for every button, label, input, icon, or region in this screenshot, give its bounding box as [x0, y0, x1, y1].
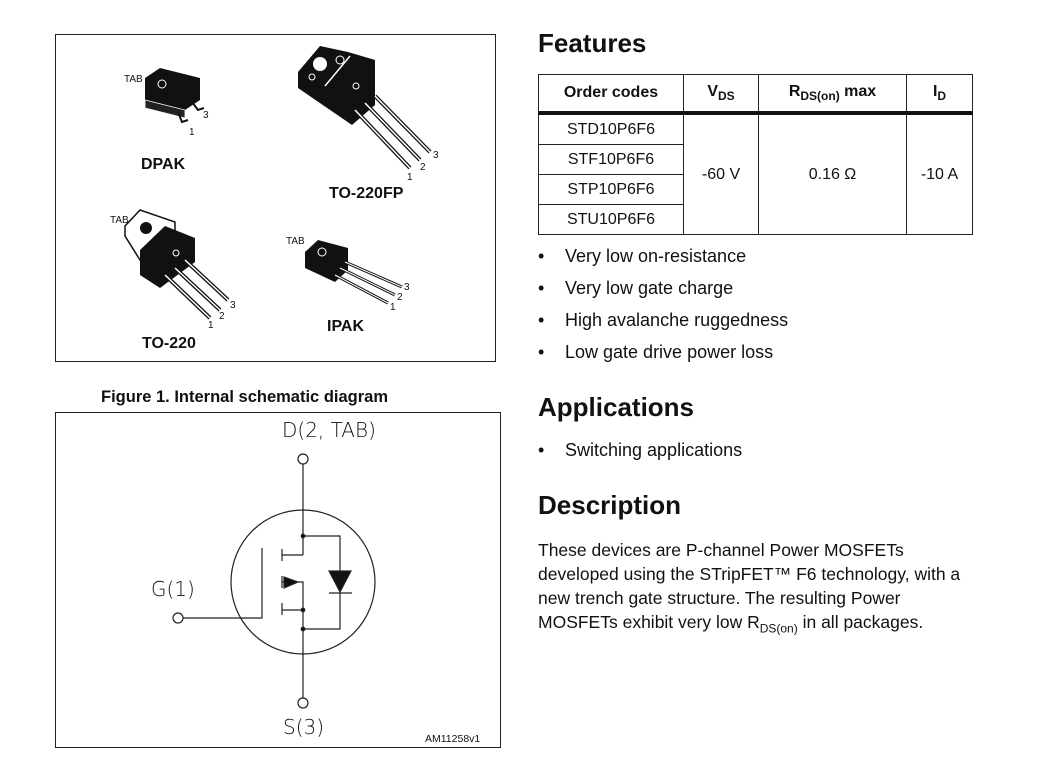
table-row: STP10P6F6 [538, 174, 973, 205]
order-code: STP10P6F6 [538, 174, 684, 205]
list-item: High avalanche ruggedness [538, 310, 788, 342]
dpak-drawing [144, 68, 205, 124]
id-value: -10 A [906, 112, 973, 235]
features-list: Very low on-resistance Very low gate cha… [538, 246, 788, 374]
schematic-figure [55, 412, 501, 748]
order-codes-table: Order codes VDS RDS(on) max ID STD10P6F6… [538, 74, 973, 235]
gate-terminal [172, 612, 184, 624]
list-item: Very low gate charge [538, 278, 788, 310]
source-label: S(3) [283, 715, 325, 739]
order-code: STU10P6F6 [538, 204, 684, 235]
to220-drawing [124, 209, 230, 320]
header-order-codes: Order codes [538, 74, 684, 115]
header-vds: VDS [683, 74, 759, 115]
list-item: Very low on-resistance [538, 246, 788, 278]
vds-value: -60 V [683, 112, 759, 235]
header-id: ID [906, 74, 973, 115]
table-header-row: Order codes VDS RDS(on) max ID [538, 74, 973, 115]
rds-value: 0.16 Ω [758, 112, 907, 235]
to220-label: TO-220 [142, 335, 196, 352]
packages-figure [55, 34, 496, 362]
figure-ref: AM11258v1 [425, 733, 481, 745]
source-terminal [297, 697, 309, 709]
dpak-pin-3: 3 [203, 110, 209, 121]
list-item: Low gate drive power loss [538, 342, 788, 374]
dpak-pin-1: 1 [189, 127, 195, 138]
ipak-pin-3: 3 [404, 282, 410, 293]
gate-label: G(1) [151, 577, 195, 601]
to220fp-label: TO-220FP [329, 185, 404, 202]
ipak-tab-label: TAB [286, 236, 305, 247]
table-row: STD10P6F6 -60 V 0.16 Ω -10 A [538, 112, 973, 235]
order-code: STF10P6F6 [538, 144, 684, 175]
to220fp-pin-3: 3 [433, 150, 439, 161]
description-text: These devices are P-channel Power MOSFET… [538, 540, 961, 636]
ipak-label: IPAK [327, 318, 365, 335]
table-row: STU10P6F6 [538, 204, 973, 235]
applications-heading: Applications [538, 392, 695, 422]
figure-caption: Figure 1. Internal schematic diagram [101, 388, 389, 406]
order-code: STD10P6F6 [538, 112, 684, 145]
ipak-drawing [305, 240, 403, 305]
to220fp-pin-2: 2 [420, 162, 426, 173]
to220-tab-label: TAB [110, 215, 129, 226]
dpak-tab-label: TAB [124, 74, 143, 85]
dpak-label: DPAK [141, 156, 186, 173]
to220-pin-1: 1 [208, 320, 214, 331]
to220-pin-2: 2 [219, 311, 225, 322]
drain-label: D(2, TAB) [282, 418, 376, 442]
description-heading: Description [538, 490, 682, 520]
header-rds: RDS(on) max [758, 74, 907, 115]
drain-terminal [297, 453, 309, 465]
ipak-pin-2: 2 [397, 292, 403, 303]
to220fp-drawing [298, 46, 432, 170]
list-item: Switching applications [538, 440, 742, 472]
to220fp-pin-1: 1 [407, 172, 413, 183]
to220-pin-3: 3 [230, 300, 236, 311]
applications-list: Switching applications [538, 440, 742, 472]
ipak-pin-1: 1 [390, 302, 396, 313]
features-heading: Features [538, 28, 647, 58]
